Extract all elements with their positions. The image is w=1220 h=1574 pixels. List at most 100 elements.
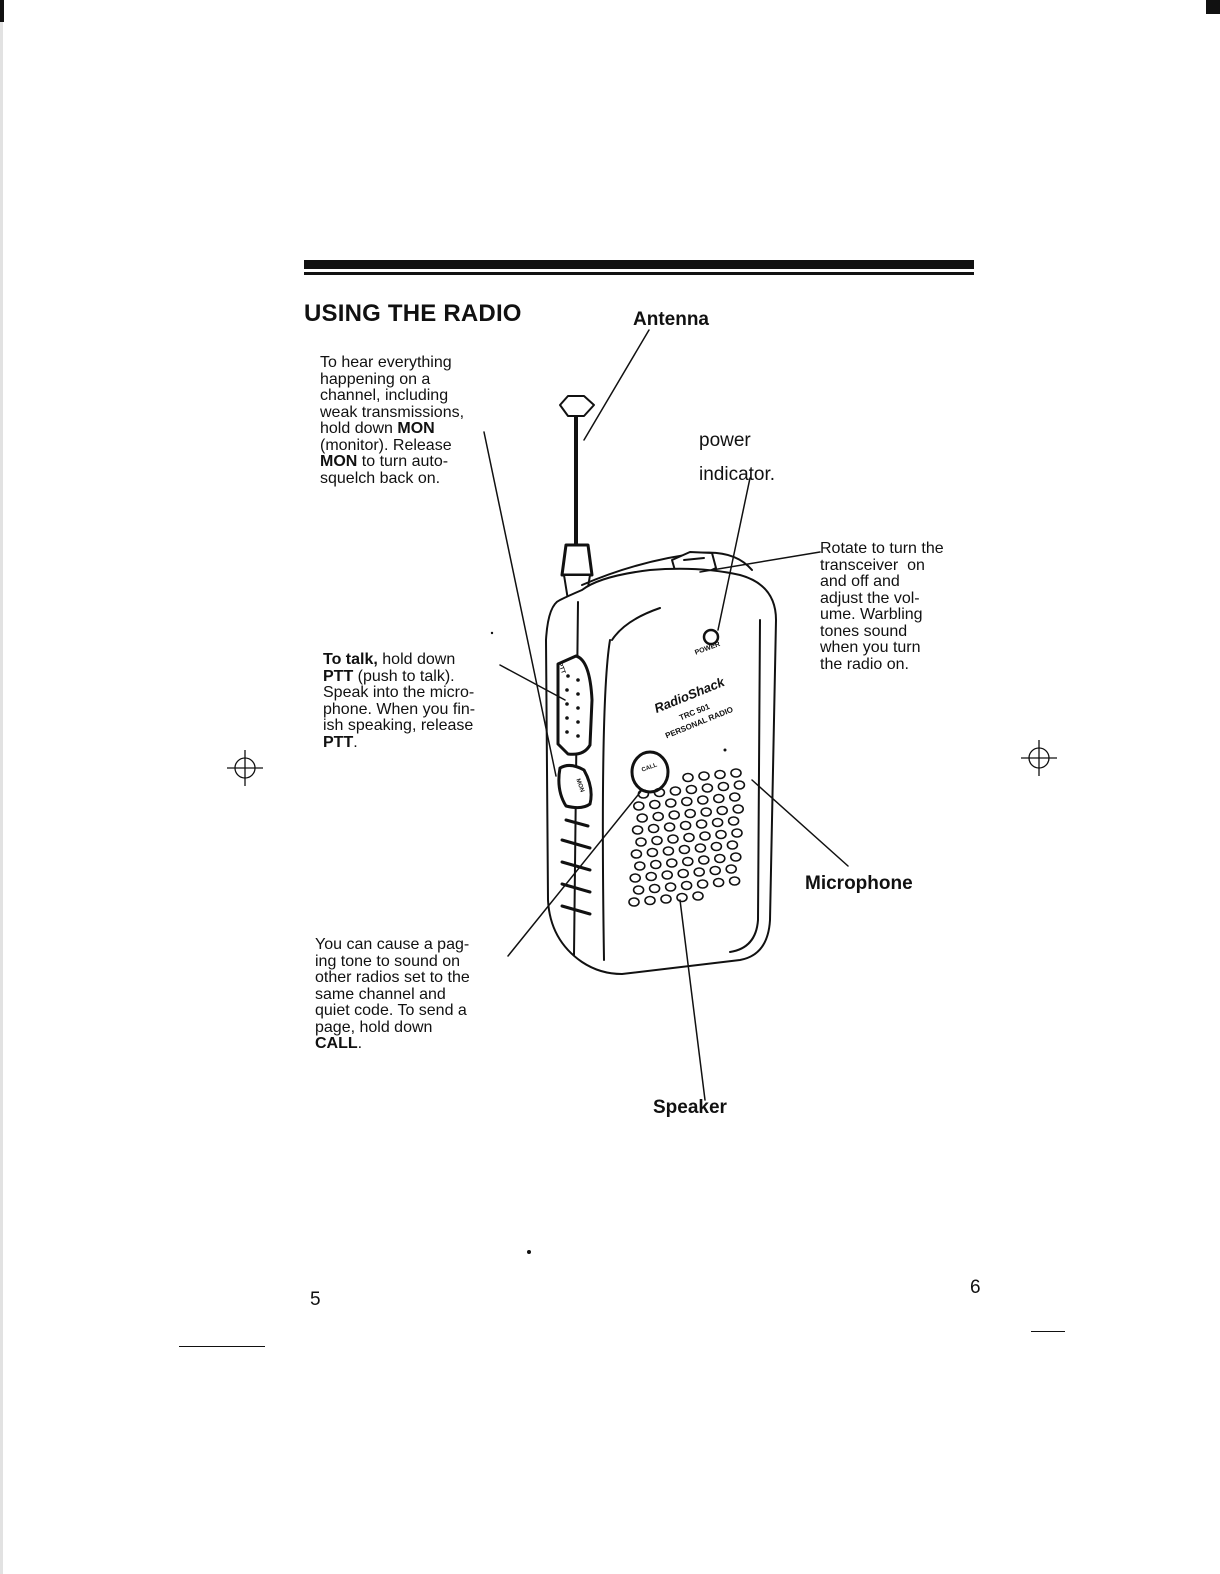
talk-callout-line: PTT. (323, 733, 475, 752)
grille-hole (630, 849, 643, 859)
grille-hole (649, 859, 662, 870)
grille-hole (696, 879, 709, 889)
call-callout-line: same channel and (315, 985, 446, 1003)
grille-hole (631, 825, 644, 835)
grille-hole (665, 858, 678, 868)
grille-hole (701, 783, 714, 793)
grille-hole (660, 894, 672, 904)
volume-callout-line: tones sound (820, 622, 908, 640)
talk-callout-line: phone. When you fin- (323, 700, 476, 718)
volume-callout-line: when you turn (820, 639, 921, 656)
monitor-callout-line: hold down MON (320, 420, 464, 438)
grille-hole (694, 843, 707, 853)
grille-hole (629, 873, 642, 883)
grille-hole (668, 810, 681, 820)
leader-microphone (751, 779, 849, 867)
grille-hole (712, 793, 725, 804)
grille-hole (669, 786, 682, 796)
call-callout-line: You can cause a pag- (315, 936, 470, 953)
call-callout-line: quiet code. To send a (315, 1002, 467, 1019)
grille-hole (651, 835, 663, 846)
talk-text: . (353, 733, 358, 751)
grille-hole (646, 847, 659, 858)
call-callout-line: ing tone to sound on (315, 952, 461, 970)
grille-hole (700, 807, 713, 817)
grille-hole (726, 840, 739, 850)
grille-hole (645, 871, 658, 882)
grille-hole (699, 831, 711, 841)
grille-hole (633, 861, 646, 871)
grille-hole (632, 885, 645, 895)
volume-callout-line: ume. Warbling (820, 606, 923, 623)
page-number-right: 6 (970, 1277, 981, 1298)
grille-hole (729, 852, 742, 862)
grille-hole (712, 877, 725, 888)
leader-power (717, 477, 751, 631)
monitor-callout-line: channel, including (320, 387, 449, 404)
grille-hole (652, 811, 665, 822)
grille-hole (692, 891, 704, 901)
section-heading: USING THE RADIO (304, 300, 522, 327)
grille-hole (695, 819, 708, 829)
leader-volume (699, 551, 821, 573)
grille-hole (681, 856, 694, 867)
leader-call (507, 789, 643, 957)
grille-hole (676, 892, 688, 903)
grille-hole (663, 822, 676, 832)
scan-edge-left (0, 0, 3, 1574)
monitor-callout-line: squelch back on. (320, 469, 441, 487)
grille-hole (667, 834, 679, 844)
microphone-label: Microphone (805, 873, 913, 894)
grille-hole (733, 780, 746, 790)
header-rule-thin (304, 272, 974, 275)
monitor-callout-line: happening on a (320, 370, 431, 388)
grille-hole (727, 816, 740, 826)
trim-mark-bottom-left (179, 1346, 265, 1347)
grille-hole (697, 855, 710, 865)
leader-antenna (583, 329, 650, 441)
registration-mark-left (227, 750, 263, 786)
grille-hole (653, 787, 666, 798)
scan-mark-top-left (0, 0, 4, 22)
grille-hole (685, 784, 698, 795)
ptt-keyword: PTT (323, 733, 354, 751)
grille-hole (684, 808, 697, 819)
grille-hole (664, 882, 677, 892)
grille-hole (713, 853, 726, 864)
grille-hole (635, 837, 647, 847)
page-number-left: 5 (310, 1289, 321, 1310)
call-keyword: CALL (315, 1035, 358, 1052)
power-label-line2: indicator. (699, 464, 776, 485)
call-text: . (357, 1035, 363, 1052)
grille-hole (693, 867, 706, 877)
grille-hole (637, 789, 650, 799)
talk-text: (push to talk). (353, 667, 455, 685)
monitor-callout-line: (monitor). Release (320, 436, 452, 454)
volume-callout-line: Rotate to turn the (820, 540, 944, 557)
grille-hole (648, 799, 661, 810)
monitor-callout: To hear everything happening on a channe… (320, 354, 465, 487)
leader-ptt (499, 664, 566, 701)
grille-hole (680, 796, 693, 807)
grille-hole (716, 805, 729, 816)
call-callout-line: CALL. (315, 1035, 470, 1053)
grille-hole (677, 868, 690, 879)
grille-hole (628, 897, 640, 907)
grille-hole (680, 880, 693, 891)
monitor-callout-line: weak transmissions, (320, 403, 465, 421)
talk-callout-line: ish speaking, release (323, 717, 474, 734)
grille-hole (683, 832, 695, 843)
grille-hole (661, 870, 674, 880)
monitor-callout-line: To hear everything (320, 354, 452, 371)
grille-hole (664, 798, 677, 808)
monitor-text: hold down (320, 420, 398, 437)
grille-hole (715, 829, 727, 840)
talk-text: hold down (377, 651, 456, 668)
call-callout-line: other radios set to the (315, 969, 470, 986)
volume-callout: Rotate to turn the transceiver on and of… (820, 540, 944, 673)
leader-speaker (679, 899, 706, 1101)
grille-hole (662, 846, 675, 856)
call-callout: You can cause a pag- ing tone to sound o… (315, 936, 470, 1053)
grille-hole (728, 876, 741, 886)
